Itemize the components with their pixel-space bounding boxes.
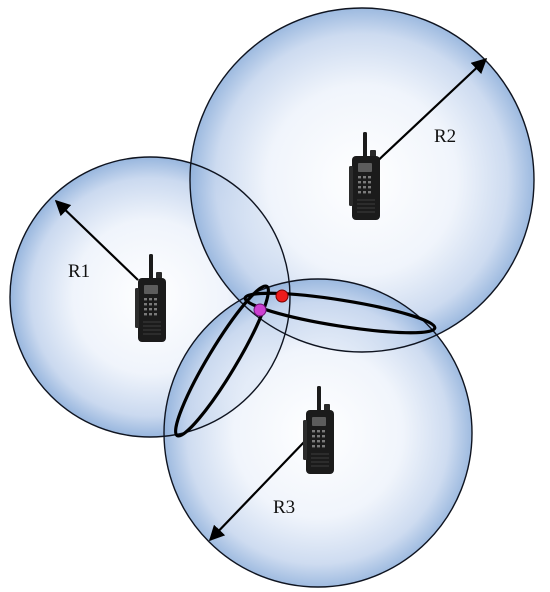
radius-label-r2: R2	[434, 126, 456, 147]
radius-arrow-r1	[54, 199, 139, 281]
sphere-1-outline	[9, 156, 291, 438]
radius-label-r3: R3	[273, 497, 295, 518]
sphere-3-outline	[163, 278, 473, 588]
radius-label-r1: R1	[68, 261, 90, 282]
intersection-point-magenta	[253, 303, 267, 317]
intersection-ellipse-1-3	[174, 284, 270, 438]
radius-arrow-r3	[208, 439, 307, 542]
radius-arrow-r2	[369, 57, 488, 169]
intersection-point-red	[275, 289, 289, 303]
sphere-2-outline	[189, 7, 535, 353]
intersection-ellipse-1-2	[243, 291, 437, 335]
